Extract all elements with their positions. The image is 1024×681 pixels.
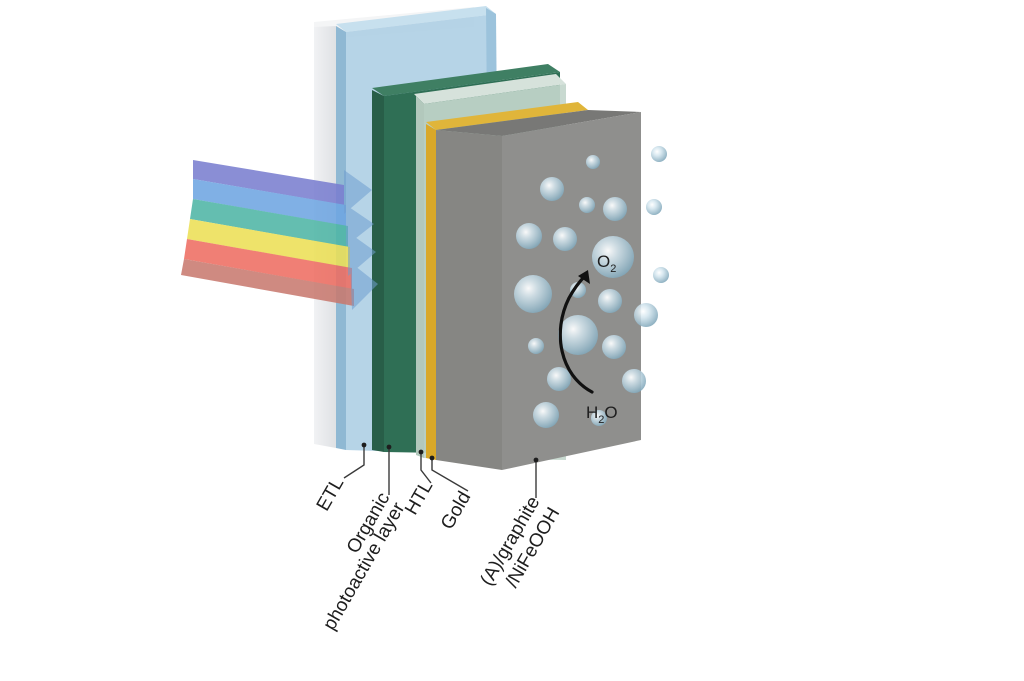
h2o-label: H2O [586,403,618,426]
gold-layer [426,102,588,460]
oxygen-bubbles-group [514,146,669,428]
oxygen-bubble-icon [651,146,667,162]
etl-label: ETL [313,474,349,515]
htl-label: HTL [401,477,437,519]
oxygen-bubble-icon [634,303,658,327]
oxygen-bubble-icon [603,197,627,221]
o2-label: O2 [597,252,616,275]
oxygen-bubble-icon [653,267,669,283]
oxygen-bubble-icon [586,155,600,169]
rainbow-light-beam-icon [181,160,354,306]
oxygen-bubble-icon [622,369,646,393]
oxygen-bubble-icon [592,236,634,278]
oxygen-bubble-icon [514,275,552,313]
oxygen-bubble-icon [591,410,607,426]
oxygen-bubble-icon [598,289,622,313]
oxygen-bubble-icon [528,338,544,354]
oxygen-bubble-icon [547,367,571,391]
gold-label: Gold [437,488,475,533]
oxygen-bubble-icon [558,315,598,355]
oxygen-bubble-icon [540,177,564,201]
oxygen-bubble-icon [553,227,577,251]
light-arrowheads [344,170,378,310]
leader-dots [361,442,539,463]
oxygen-bubble-icon [533,402,559,428]
oxygen-bubble-icon [646,199,662,215]
oxygen-bubble-icon [516,223,542,249]
leader-lines [343,445,537,498]
curved-arrow-icon [558,270,594,394]
oxygen-bubble-icon [579,197,595,213]
oxygen-bubble-icon [602,335,626,359]
oxygen-bubble-icon [570,282,586,298]
